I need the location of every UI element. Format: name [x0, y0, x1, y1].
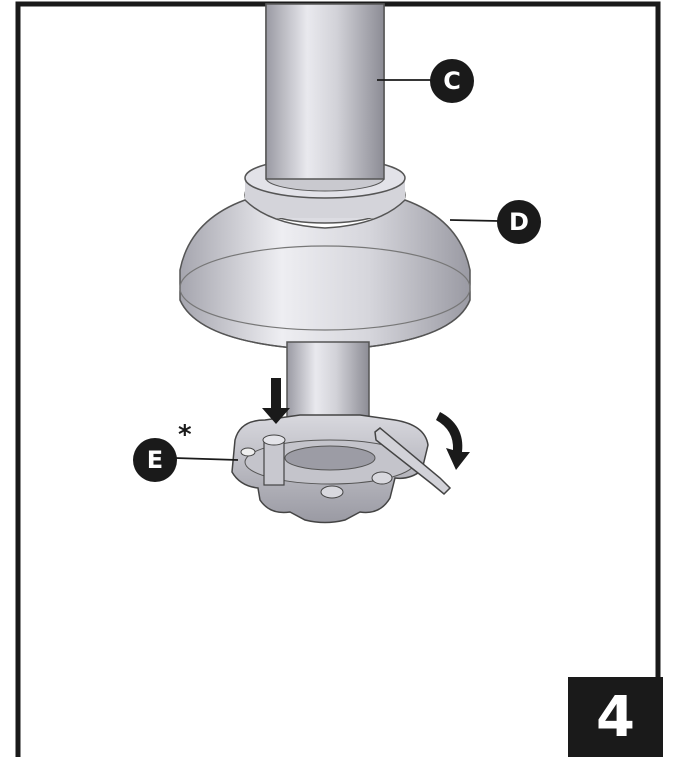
callout-e: E	[133, 438, 177, 482]
step-number: 4	[568, 677, 663, 757]
leader-d	[449, 219, 500, 222]
arrow-down-icon	[262, 378, 290, 424]
leader-e	[174, 457, 239, 461]
callout-d: D	[497, 200, 541, 244]
callout-c: C	[430, 59, 474, 103]
callout-e-asterisk: *	[178, 420, 192, 450]
hex-key	[374, 427, 452, 496]
rotate-clockwise-icon	[436, 412, 470, 470]
